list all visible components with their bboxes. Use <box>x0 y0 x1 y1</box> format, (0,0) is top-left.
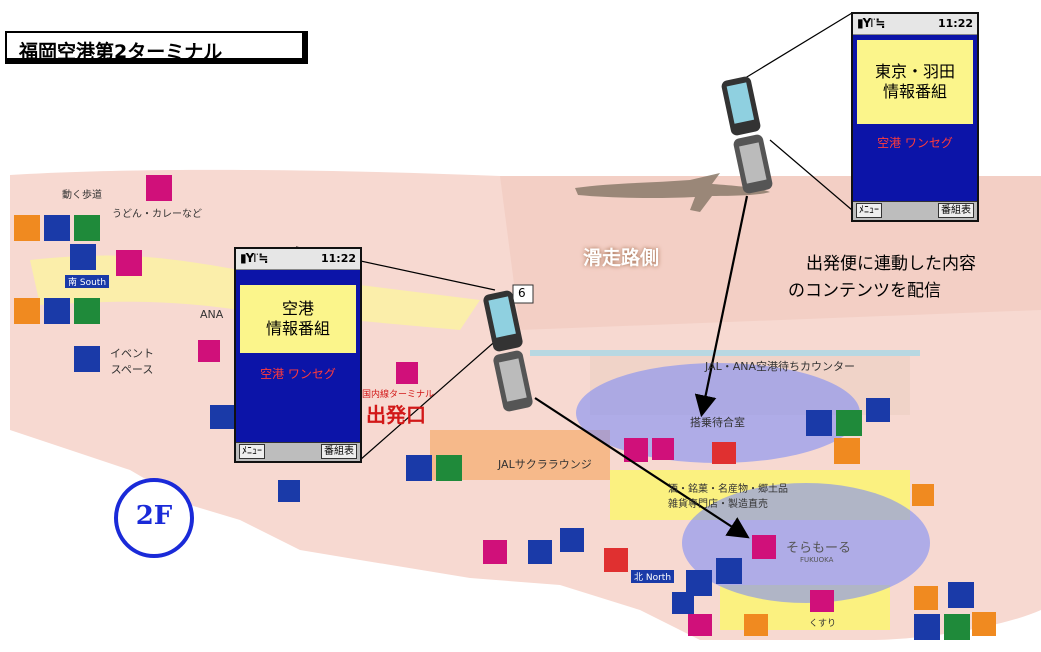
map-label-fukuoka: FUKUOKA <box>800 556 834 564</box>
floor-label: 2F <box>135 501 173 531</box>
program-title-box: 空港 情報番組 <box>240 285 356 353</box>
caption-line-2: のコンテンツを配信 <box>788 281 941 301</box>
page-title: 福岡空港第2ターミナル <box>19 41 223 63</box>
phone-screen-1: ▮Y꜍≒ 11:22 空港 情報番組 空港 ワンセグ ﾒﾆｭｰ 番組表 <box>234 247 362 463</box>
status-bar: ▮Y꜍≒ 11:22 <box>853 14 977 35</box>
service-name: 空港 ワンセグ <box>260 367 336 381</box>
status-bar: ▮Y꜍≒ 11:22 <box>236 249 360 270</box>
map-label-jal-ana-counter: JAL・ANA空港待ちカウンター <box>705 360 855 373</box>
softkey-program-guide[interactable]: 番組表 <box>321 444 357 459</box>
title-box: 福岡空港第2ターミナル <box>5 31 308 64</box>
map-label-shops: 酒・銘菓・名産物・郷土品 雑貨専門店・製造直売 <box>668 484 788 510</box>
map-label-gate-6: 6 <box>518 286 526 300</box>
map-label-runway: 滑走路側 <box>583 247 660 269</box>
arrow-to-sora-mall <box>534 397 750 539</box>
caption-line-1: 出発便に連動した内容 <box>806 254 976 274</box>
signal-battery-icon: ▮Y꜍≒ <box>240 251 268 265</box>
status-time: 11:22 <box>320 252 356 265</box>
map-label-sora-mall: そらもーる <box>786 541 852 556</box>
program-title: 東京・羽田 情報番組 <box>874 62 955 101</box>
status-time: 11:22 <box>937 17 973 30</box>
map-label-kusuri: くすり <box>809 619 837 629</box>
map-label-jal-lounge: JALサクララウンジ <box>498 458 592 471</box>
map-label-departure-gate: 出発口 <box>366 403 426 427</box>
map-label-south: 南 South <box>65 275 110 288</box>
program-title: 空港 情報番組 <box>265 299 330 338</box>
phone-screen-2: ▮Y꜍≒ 11:22 東京・羽田 情報番組 空港 ワンセグ ﾒﾆｭｰ 番組表 <box>851 12 979 222</box>
map-label-ana: ANA <box>200 308 224 321</box>
flip-phone-1 <box>483 290 533 412</box>
softkey-menu[interactable]: ﾒﾆｭｰ <box>856 203 882 218</box>
program-title-box: 東京・羽田 情報番組 <box>857 40 973 124</box>
water-strip <box>530 350 920 356</box>
map-label-north: 北 North <box>631 570 675 583</box>
service-name: 空港 ワンセグ <box>877 136 953 150</box>
map-label-departure-terminal: 国内線ターミナル <box>362 390 435 400</box>
map-label-udon: うどん・カレーなど <box>112 209 202 220</box>
softkey-bar: ﾒﾆｭｰ 番組表 <box>236 442 360 461</box>
gate-6-box <box>512 284 534 304</box>
airplane-silhouette <box>575 173 770 212</box>
map-label-event: イベント スペース <box>110 347 154 376</box>
arrow-to-waiting-room <box>694 195 749 418</box>
signal-battery-icon: ▮Y꜍≒ <box>857 16 885 30</box>
flip-phone-2 <box>721 76 773 194</box>
softkey-menu[interactable]: ﾒﾆｭｰ <box>239 444 265 459</box>
softkey-bar: ﾒﾆｭｰ 番組表 <box>853 201 977 220</box>
softkey-program-guide[interactable]: 番組表 <box>938 203 974 218</box>
facility-icons <box>14 175 996 640</box>
floor-badge: 2F <box>114 478 194 558</box>
map-label-waiting-room: 搭乗待合室 <box>690 416 745 429</box>
map-label-walkway: 動く歩道 <box>62 190 102 201</box>
sora-mall-highlight <box>682 483 930 603</box>
